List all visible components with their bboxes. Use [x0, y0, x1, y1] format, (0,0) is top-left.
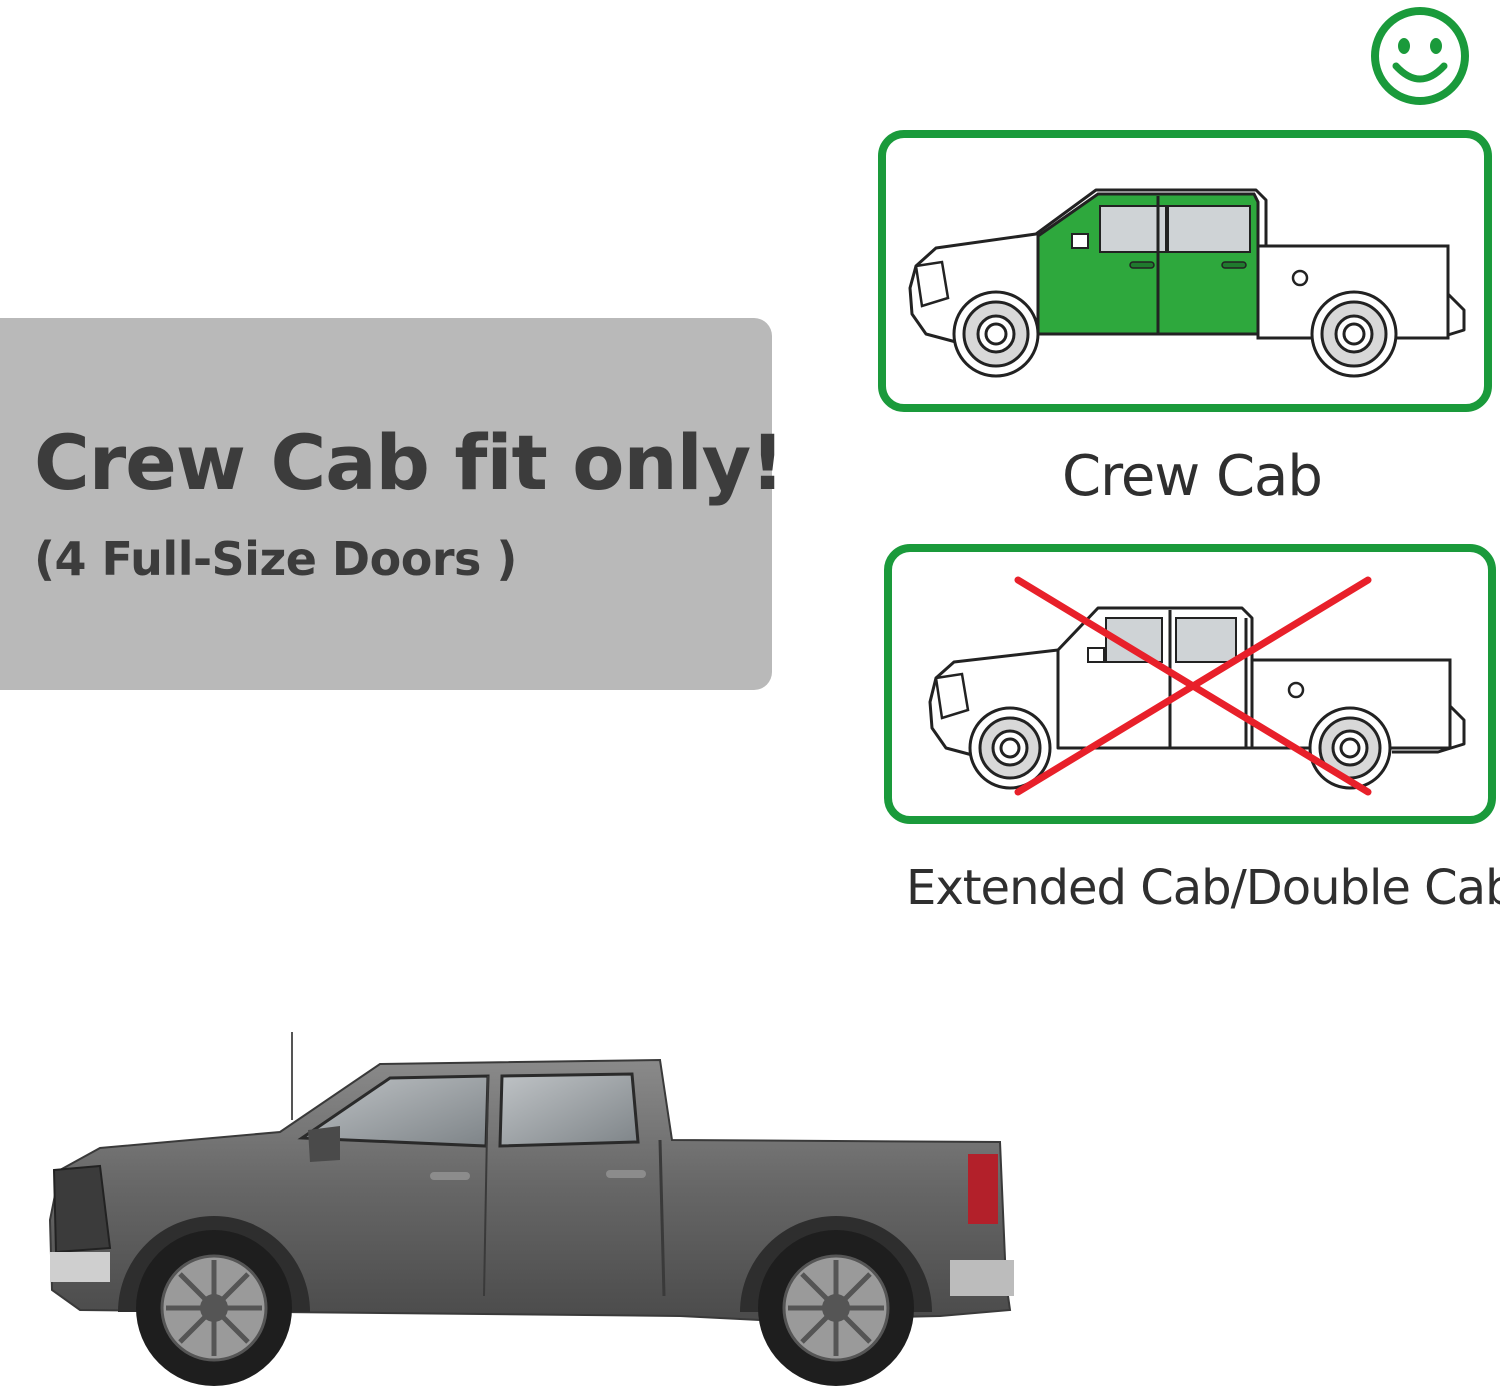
crew-cab-label: Crew Cab	[1062, 444, 1323, 509]
crew-cab-card	[878, 130, 1492, 412]
extended-cab-truck-drawing	[928, 576, 1466, 796]
headline: Crew Cab fit only!	[34, 418, 785, 507]
extended-cab-card	[884, 544, 1496, 824]
crew-cab-truck-drawing	[908, 188, 1466, 378]
extended-cab-label: Extended Cab/Double Cab	[906, 860, 1500, 916]
smiley-face-icon	[1371, 7, 1469, 105]
red-x-icon	[1014, 576, 1372, 796]
door-count-note: (4 Full-Size Doors )	[34, 532, 517, 586]
fitment-banner	[0, 318, 772, 690]
gray-pickup-truck-image	[48, 1032, 1014, 1386]
